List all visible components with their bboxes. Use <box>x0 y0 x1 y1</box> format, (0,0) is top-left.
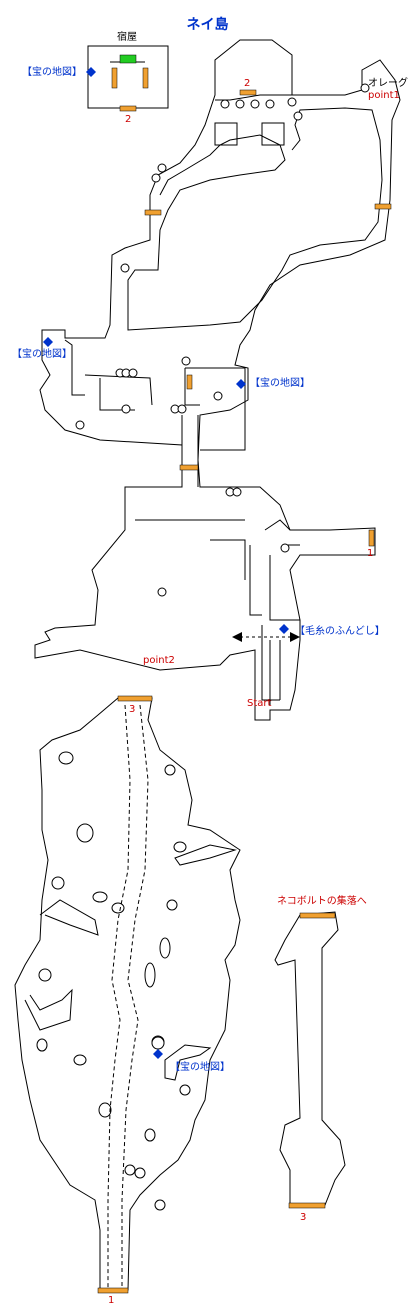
village-label: ネコボルトの集落へ <box>277 896 367 907</box>
upper-island-outline <box>34 39 401 721</box>
treasure-label-inn: 【宝の地図】 <box>22 67 82 78</box>
inn-label: 宿屋 <box>117 32 137 43</box>
exit-3-door-lower <box>288 1202 326 1209</box>
treasure-label-west: 【宝の地図】 <box>12 349 72 360</box>
treasure-marker-west <box>43 337 53 347</box>
exit-3-label-lower: 3 <box>300 1212 307 1223</box>
exit-2-label: 2 <box>244 78 251 89</box>
treasure-label-room: 【宝の地図】 <box>250 378 310 389</box>
lower-cave-outline <box>14 697 241 1291</box>
exit-1-label-lower: 1 <box>108 1295 115 1306</box>
wool-label: 【毛糸のふんどし】 <box>295 626 385 637</box>
inn-door <box>119 105 137 112</box>
map-title: ネイ島 <box>186 17 229 33</box>
exit-1-door-lower <box>97 1287 129 1294</box>
start-label: Start <box>247 698 272 709</box>
orac-label: オレーグ <box>368 78 408 89</box>
exit-3-door-upper <box>117 695 153 702</box>
point2-label: point2 <box>143 655 175 666</box>
exit-3-label-upper: 3 <box>129 704 136 715</box>
treasure-marker-wool <box>279 624 289 634</box>
treasure-label-cave: 【宝の地図】 <box>170 1062 230 1073</box>
treasure-marker-cave <box>153 1049 163 1059</box>
treasure-marker-room <box>236 379 246 389</box>
treasure-marker-inn <box>86 67 96 77</box>
exit-2-door <box>239 89 257 96</box>
exit-2-label-inn: 2 <box>125 114 132 125</box>
exit-1-door <box>368 529 375 547</box>
right-cave-outline <box>274 911 346 1206</box>
point1-label: point1 <box>368 90 400 101</box>
inn-bed <box>119 54 137 64</box>
exit-1-label: 1 <box>367 548 374 559</box>
